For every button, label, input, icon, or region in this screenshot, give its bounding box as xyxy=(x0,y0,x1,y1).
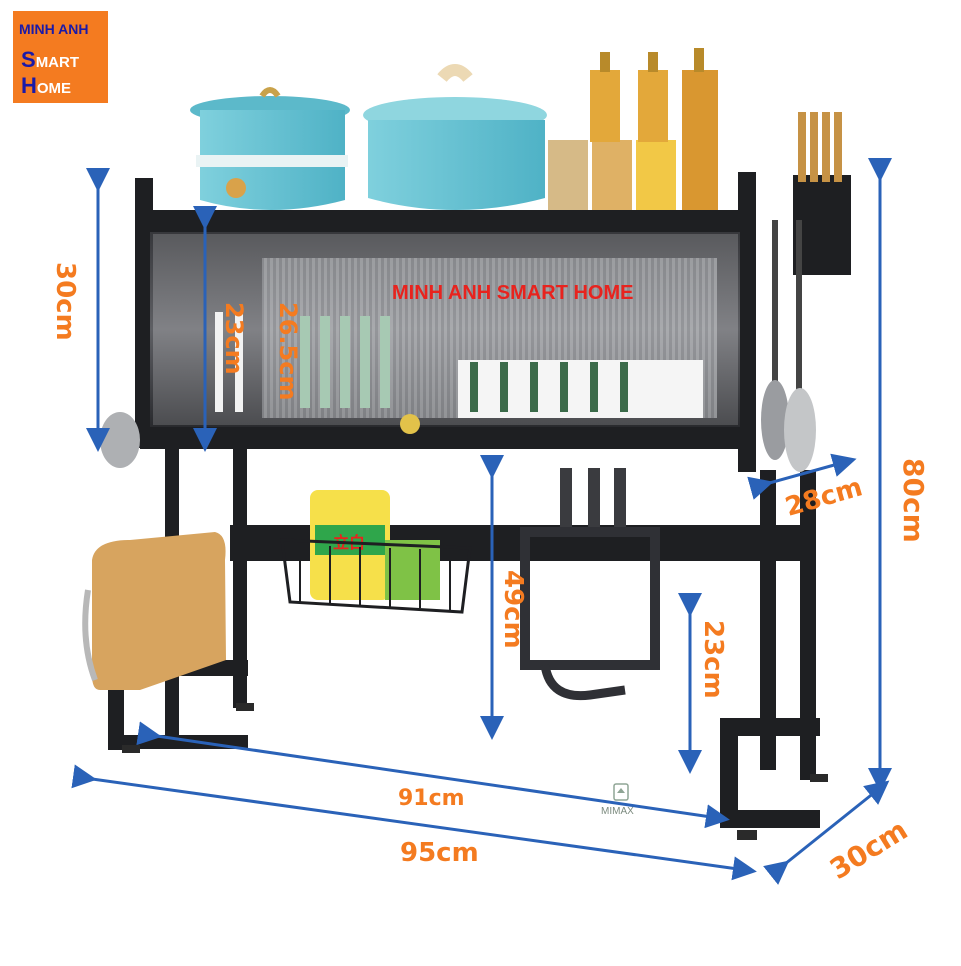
dimension-lines xyxy=(71,158,892,885)
logo-line3: HOME xyxy=(21,73,71,99)
logo-line2: SMART xyxy=(21,47,79,73)
cutting-board xyxy=(82,532,226,690)
utensil-holder xyxy=(100,112,851,472)
dim-total-height: 80cm xyxy=(897,458,930,543)
blue-pot-left xyxy=(190,87,350,210)
dim-top-height: 30cm xyxy=(50,262,80,341)
logo-line1: MINH ANH xyxy=(19,21,89,37)
logo-line3-rest: OME xyxy=(36,80,72,97)
dim-dish-rack-height: 26.5cm xyxy=(274,302,302,401)
logo-line3-initial: H xyxy=(21,73,37,98)
plates xyxy=(215,312,703,418)
logo-line2-rest: MART xyxy=(35,54,80,71)
dim-outer-width: 95cm xyxy=(400,838,479,868)
brand-text: MINH ANH SMART HOME xyxy=(392,282,634,304)
mimax-logo-icon xyxy=(613,783,629,801)
spice-jars xyxy=(548,48,718,212)
dim-under-clearance: 49cm xyxy=(498,570,528,649)
dim-cabinet-inner: 23cm xyxy=(220,302,248,375)
brand-logo: MINH ANH SMART HOME xyxy=(13,11,108,103)
logo-line2-initial: S xyxy=(21,47,36,72)
dim-side-clearance: 23cm xyxy=(698,620,728,699)
knife-holder xyxy=(520,468,660,701)
dim-inner-width: 91cm xyxy=(398,786,465,811)
wire-basket xyxy=(280,538,472,614)
blue-pot-right xyxy=(363,64,547,210)
watermark: MIMAX xyxy=(601,806,634,817)
